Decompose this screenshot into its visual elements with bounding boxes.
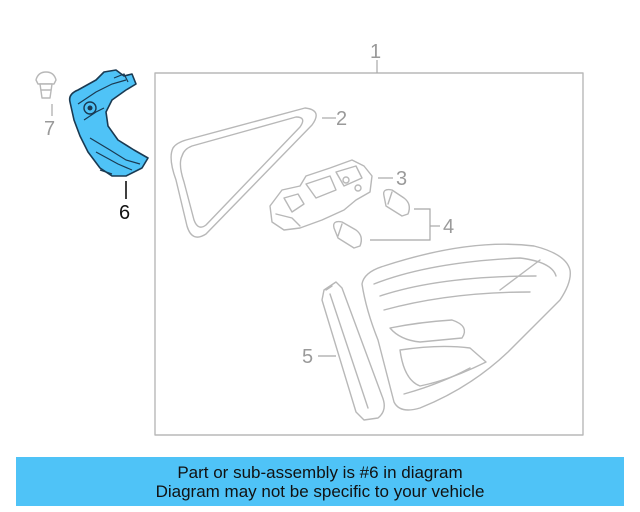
assembly-frame	[154, 72, 584, 436]
callout-1[interactable]: 1	[370, 41, 381, 63]
callout-3[interactable]: 3	[396, 168, 407, 190]
banner-line-2: Diagram may not be specific to your vehi…	[155, 481, 485, 501]
part-7-clip[interactable]	[35, 71, 57, 99]
part-2-gasket[interactable]	[170, 107, 317, 238]
part-1-lamp-housing[interactable]	[361, 243, 571, 411]
callout-5[interactable]: 5	[302, 346, 313, 368]
banner-line-1: Part or sub-assembly is #6 in diagram	[177, 462, 463, 482]
callout-2[interactable]: 2	[336, 108, 347, 130]
callout-7[interactable]: 7	[44, 118, 55, 140]
parts-diagram: 1 2 3 4 5	[35, 41, 584, 436]
callout-4-bracket	[370, 208, 431, 241]
callout-6[interactable]: 6	[119, 202, 130, 224]
callout-4[interactable]: 4	[443, 216, 454, 238]
part-3-socket[interactable]	[269, 159, 373, 231]
part-5-trim[interactable]	[321, 281, 385, 421]
part-4-bulb-upper[interactable]	[382, 188, 411, 217]
part-6-bracket[interactable]	[68, 69, 149, 177]
info-banner: Part or sub-assembly is #6 in diagram Di…	[16, 457, 624, 506]
part-4-bulb-lower[interactable]	[332, 220, 363, 249]
